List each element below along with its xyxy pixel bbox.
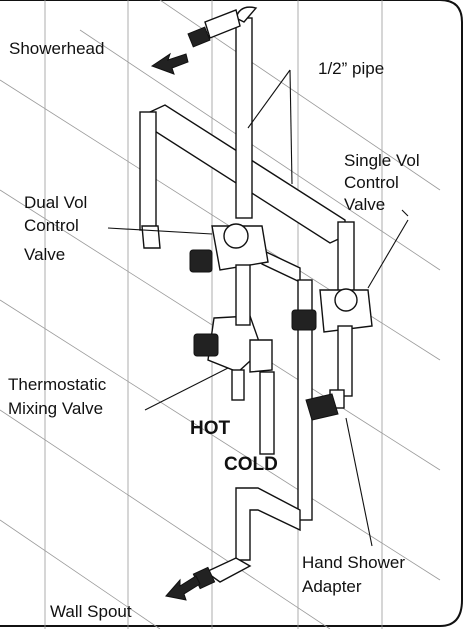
leader-lines — [107, 69, 409, 547]
thermostatic-label-line1: Thermostatic — [8, 375, 107, 394]
cold-label: COLD — [224, 454, 278, 475]
hand-shower-label-line1: Hand Shower — [302, 553, 405, 572]
single-vol-label-line1: Single Vol — [344, 151, 420, 170]
hot-label: HOT — [190, 418, 231, 439]
connector-pipe — [261, 248, 301, 284]
wall-spout-label: Wall Spout — [50, 602, 132, 621]
dual-vol-label-line3: Valve — [24, 245, 65, 264]
dual-vol-control-valve — [189, 223, 269, 273]
wall-grid — [0, 0, 441, 630]
dual-vol-label-line2: Control — [24, 216, 79, 235]
wall-spout-arrow-icon — [165, 575, 201, 601]
showerhead-label: Showerhead — [9, 39, 104, 58]
pipe-size-label: 1/2” pipe — [318, 59, 384, 78]
hand-shower-label-line2: Adapter — [302, 577, 362, 596]
hand-shower-adapter — [305, 389, 345, 421]
single-vol-label-line3: Valve — [344, 195, 385, 214]
single-vol-control-valve — [291, 288, 373, 397]
wall-spout-pipe — [192, 487, 301, 590]
thermostatic-mixing-valve — [193, 264, 275, 455]
showerhead-riser — [187, 6, 258, 219]
thermostatic-label-line2: Mixing Valve — [8, 399, 103, 418]
dual-vol-label-line1: Dual Vol — [24, 193, 87, 212]
single-vol-label-line2: Control — [344, 173, 399, 192]
showerhead-arrow-icon — [150, 52, 189, 75]
